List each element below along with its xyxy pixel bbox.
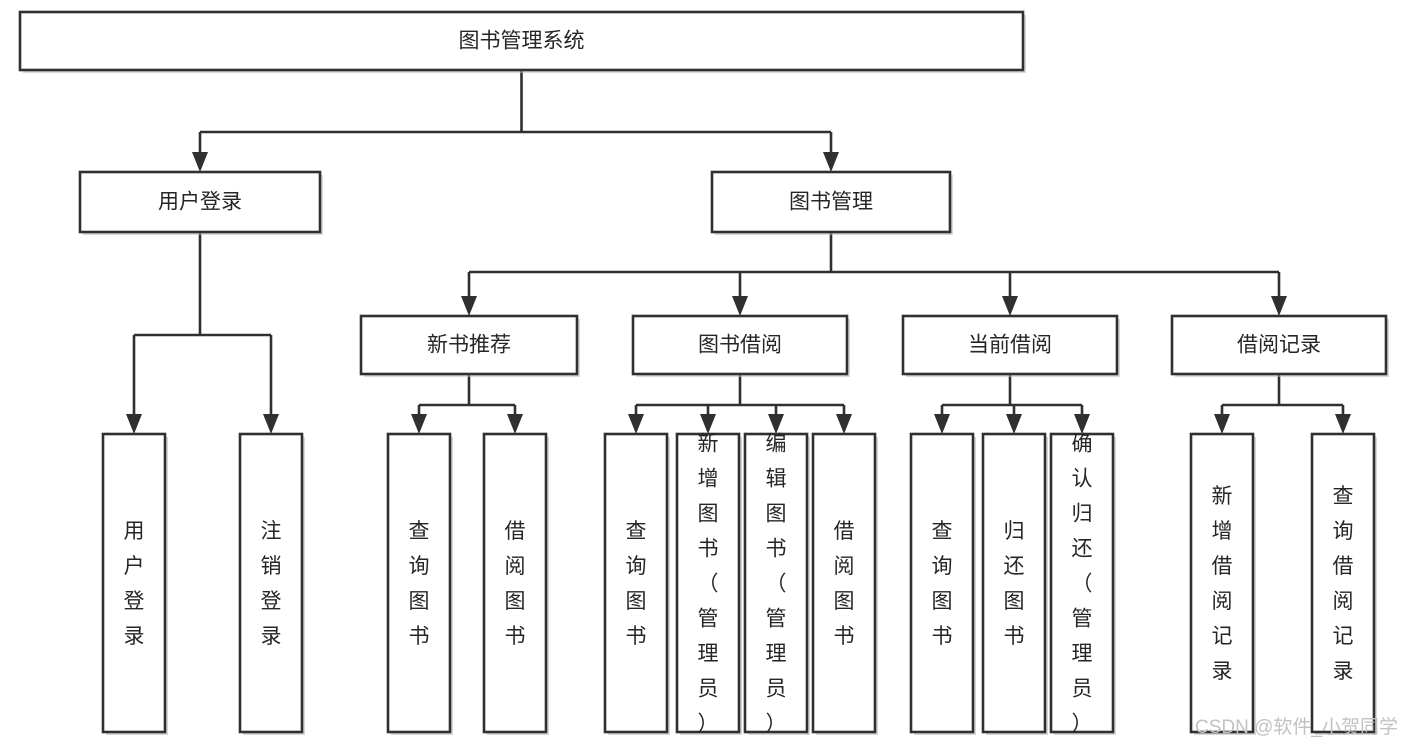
node-rect[interactable] (1310, 432, 1376, 734)
arrow-head (768, 414, 784, 434)
node-rect[interactable] (1170, 314, 1388, 376)
node-rect[interactable] (238, 432, 304, 734)
arrow-head (1006, 414, 1022, 434)
node-label: 借阅图书 (834, 520, 855, 648)
node-label: 用户登录 (158, 191, 242, 214)
node-rect[interactable] (1049, 432, 1115, 734)
node-records-query[interactable]: 查询借阅记录 (1310, 432, 1377, 735)
node-user-logout[interactable]: 注销登录 (238, 432, 305, 735)
arrow-head (1271, 296, 1287, 316)
node-current-confirm-return[interactable]: 确认归还（管理员） (1049, 432, 1116, 736)
node-root[interactable]: 图书管理系统 (18, 10, 1026, 73)
arrow-head (507, 414, 523, 434)
node-label: 图书借阅 (698, 334, 782, 357)
node-rect[interactable] (359, 314, 579, 376)
node-rect[interactable] (743, 432, 809, 734)
node-label: 新书推荐 (427, 334, 511, 357)
arrow-head (628, 414, 644, 434)
node-label: 查询图书 (932, 520, 953, 648)
node-borrow-add-book[interactable]: 新增图书（管理员） (675, 432, 742, 736)
arrow-head (411, 414, 427, 434)
node-rect[interactable] (1189, 432, 1255, 734)
arrow-head (836, 414, 852, 434)
node-layer: 图书管理系统用户登录图书管理用户登录注销登录新书推荐查询图书借阅图书图书借阅查询… (18, 10, 1389, 736)
node-rect[interactable] (981, 432, 1047, 734)
node-user-login[interactable]: 用户登录 (78, 170, 323, 235)
node-new-book-recommend[interactable]: 新书推荐 (359, 314, 580, 377)
node-rect[interactable] (18, 10, 1025, 72)
node-rect[interactable] (811, 432, 877, 734)
node-borrow-query-book[interactable]: 查询图书 (603, 432, 670, 735)
node-label: 新增图书（管理员） (698, 433, 719, 736)
arrow-head (461, 296, 477, 316)
arrow-head (126, 414, 142, 434)
arrow-head (192, 152, 208, 172)
arrow-head (934, 414, 950, 434)
node-rect[interactable] (386, 432, 452, 734)
node-label: 新增借阅记录 (1212, 485, 1233, 683)
node-borrow-records[interactable]: 借阅记录 (1170, 314, 1389, 377)
node-rect[interactable] (603, 432, 669, 734)
node-label: 借阅图书 (505, 520, 526, 648)
arrow-head (1335, 414, 1351, 434)
node-rect[interactable] (710, 170, 952, 234)
node-rect[interactable] (101, 432, 167, 734)
node-current-return-book[interactable]: 归还图书 (981, 432, 1048, 735)
node-label: 查询借阅记录 (1333, 485, 1354, 683)
node-book-borrow[interactable]: 图书借阅 (631, 314, 850, 377)
node-label: 用户登录 (124, 520, 145, 648)
node-borrow-edit-book[interactable]: 编辑图书（管理员） (743, 432, 810, 736)
node-book-management[interactable]: 图书管理 (710, 170, 953, 235)
node-rect[interactable] (901, 314, 1119, 376)
node-rect[interactable] (78, 170, 322, 234)
node-recommend-query-book[interactable]: 查询图书 (386, 432, 453, 735)
node-records-add[interactable]: 新增借阅记录 (1189, 432, 1256, 735)
node-rect[interactable] (482, 432, 548, 734)
arrow-head (700, 414, 716, 434)
node-current-query-book[interactable]: 查询图书 (909, 432, 976, 735)
node-label: 编辑图书（管理员） (766, 433, 787, 736)
node-label: 查询图书 (626, 520, 647, 648)
csdn-watermark: CSDN @软件_小贺同学 (1195, 716, 1398, 738)
node-label: 确认归还（管理员） (1072, 433, 1093, 736)
node-label: 图书管理系统 (459, 30, 585, 53)
node-rect[interactable] (675, 432, 741, 734)
arrow-head (823, 152, 839, 172)
arrow-head (1074, 414, 1090, 434)
node-label: 注销登录 (261, 520, 282, 648)
node-label: 查询图书 (409, 520, 430, 648)
node-user-login-do[interactable]: 用户登录 (101, 432, 168, 735)
connector-layer (126, 70, 1351, 434)
arrow-head (732, 296, 748, 316)
arrow-head (1002, 296, 1018, 316)
node-borrow-borrow-book[interactable]: 借阅图书 (811, 432, 878, 735)
node-label: 借阅记录 (1237, 334, 1321, 357)
node-label: 归还图书 (1004, 520, 1025, 648)
node-label: 当前借阅 (968, 334, 1052, 357)
node-rect[interactable] (909, 432, 975, 734)
node-rect[interactable] (631, 314, 849, 376)
arrow-head (1214, 414, 1230, 434)
arrow-head (263, 414, 279, 434)
node-current-borrow[interactable]: 当前借阅 (901, 314, 1120, 377)
node-label: 图书管理 (789, 191, 873, 214)
node-recommend-borrow-book[interactable]: 借阅图书 (482, 432, 549, 735)
